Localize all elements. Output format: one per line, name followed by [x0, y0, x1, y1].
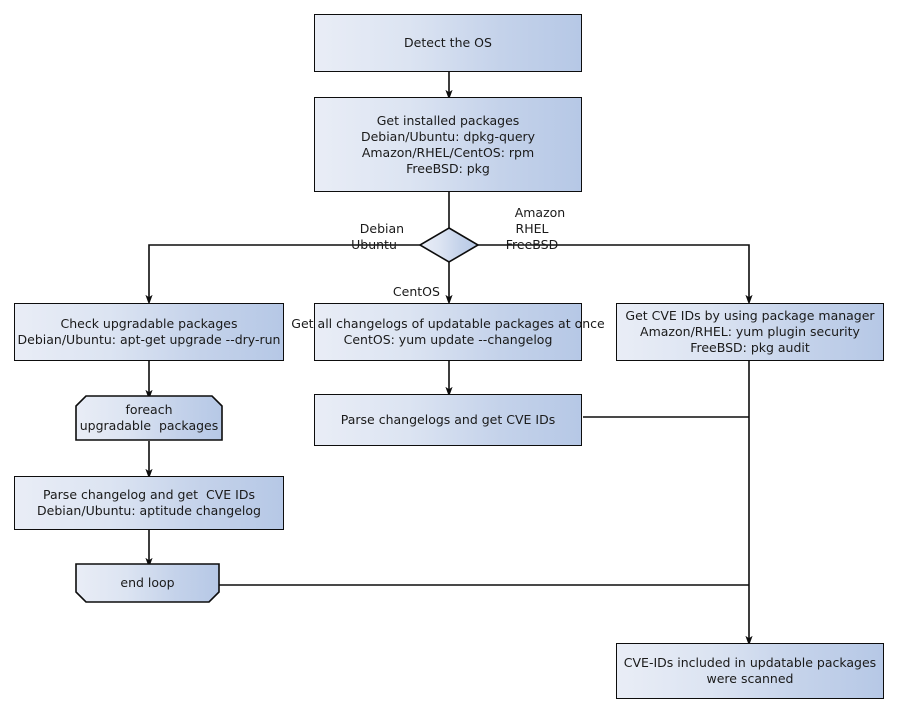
- node-check-upgradable-label: Check upgradable packages Debian/Ubuntu:…: [17, 316, 281, 347]
- edge-label-amazon-rhel-freebsd: Amazon RHEL FreeBSD: [489, 189, 575, 269]
- edge-label-debian-ubuntu-text: Debian Ubuntu: [351, 221, 405, 252]
- node-foreach-loop-start-label: foreach upgradable packages: [79, 402, 219, 433]
- edge-label-centos-text: CentOS: [392, 284, 440, 299]
- edge-label-centos: CentOS: [377, 268, 440, 316]
- node-parse-changelogs-centos-label: Parse changelogs and get CVE IDs: [340, 412, 556, 427]
- edge-label-amazon-rhel-freebsd-text: Amazon RHEL FreeBSD: [505, 205, 566, 252]
- node-detect-os[interactable]: Detect the OS: [314, 14, 582, 72]
- os-decision-diamond: [418, 227, 480, 263]
- node-end-loop-label: end loop: [120, 575, 175, 590]
- node-check-upgradable[interactable]: Check upgradable packages Debian/Ubuntu:…: [14, 303, 284, 361]
- node-scan-complete[interactable]: CVE-IDs included in updatable packages w…: [616, 643, 884, 699]
- node-scan-complete-label: CVE-IDs included in updatable packages w…: [623, 655, 877, 686]
- node-get-cve-ids-pkg-manager-label: Get CVE IDs by using package manager Ama…: [625, 308, 875, 355]
- node-parse-changelog-debian[interactable]: Parse changelog and get CVE IDs Debian/U…: [14, 476, 284, 530]
- node-get-installed-packages[interactable]: Get installed packages Debian/Ubuntu: dp…: [314, 97, 582, 192]
- node-get-installed-packages-label: Get installed packages Debian/Ubuntu: dp…: [360, 112, 536, 176]
- node-get-all-changelogs-label: Get all changelogs of updatable packages…: [291, 316, 605, 347]
- node-get-all-changelogs[interactable]: Get all changelogs of updatable packages…: [291, 303, 605, 361]
- edge-label-debian-ubuntu: Debian Ubuntu: [332, 205, 416, 269]
- node-parse-changelogs-centos[interactable]: Parse changelogs and get CVE IDs: [314, 394, 582, 446]
- node-foreach-loop-start[interactable]: foreach upgradable packages: [76, 396, 222, 440]
- node-parse-changelog-debian-label: Parse changelog and get CVE IDs Debian/U…: [37, 487, 261, 518]
- node-end-loop[interactable]: end loop: [76, 564, 219, 602]
- node-detect-os-label: Detect the OS: [404, 35, 492, 50]
- node-get-cve-ids-pkg-manager[interactable]: Get CVE IDs by using package manager Ama…: [616, 303, 884, 361]
